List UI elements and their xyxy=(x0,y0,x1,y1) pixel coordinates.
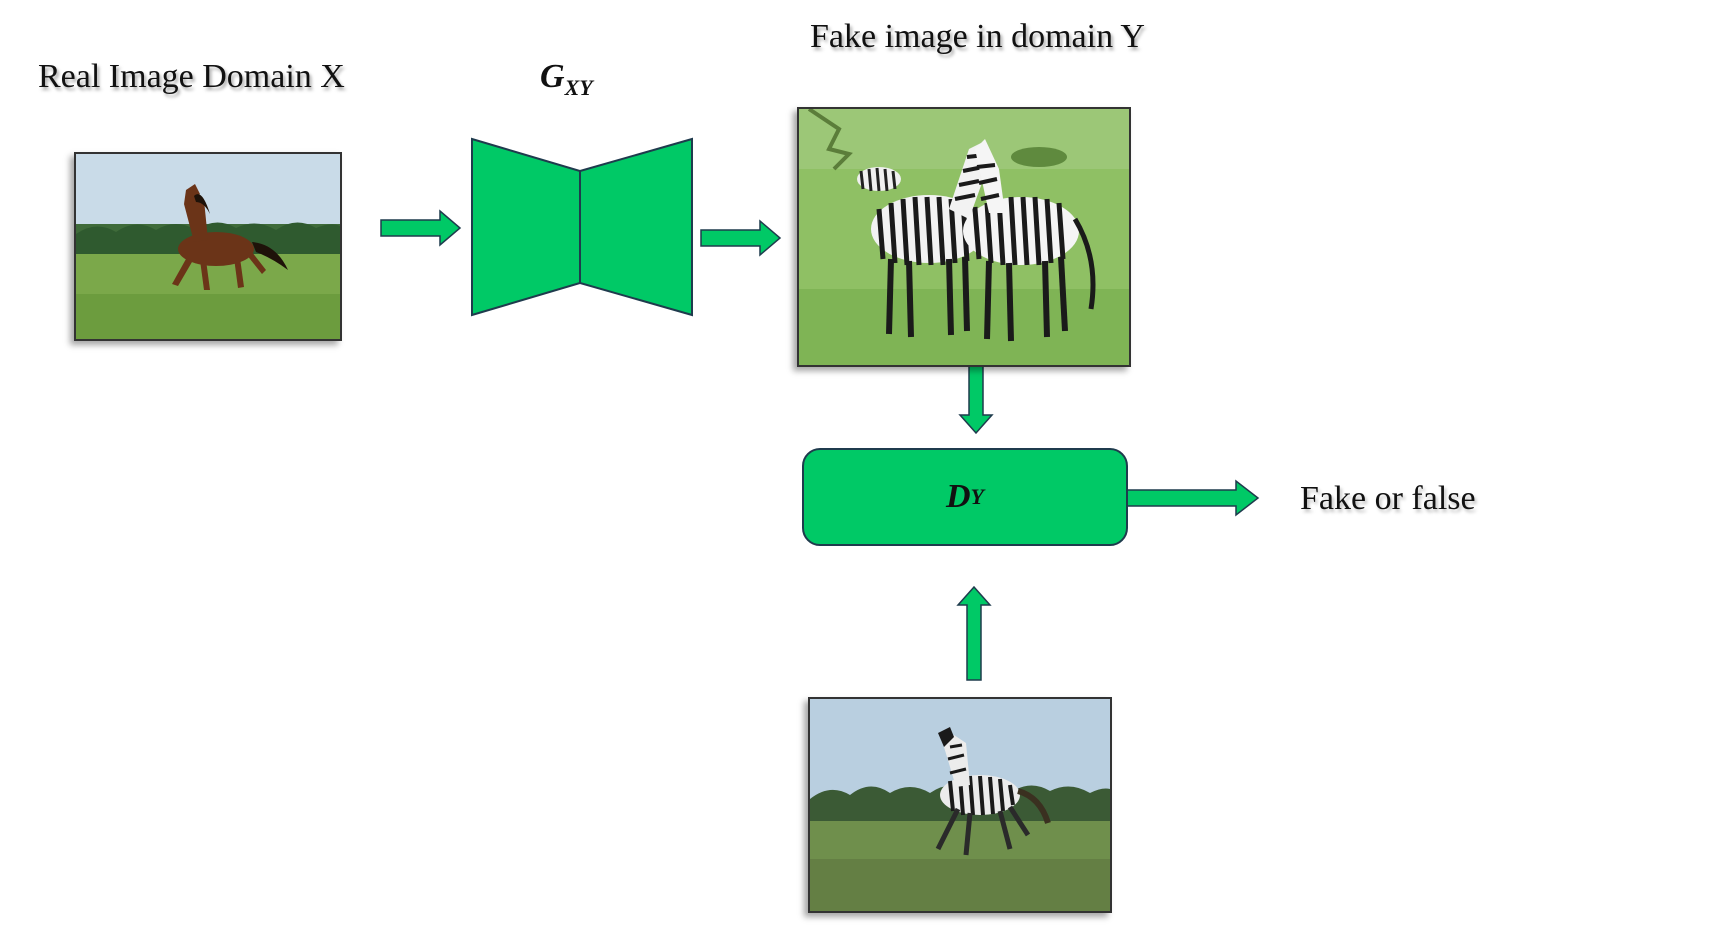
arrow-real-to-discriminator xyxy=(956,585,992,681)
zebra-running-photo xyxy=(808,697,1112,913)
discriminator-symbol: D xyxy=(945,478,971,515)
arrow-fake-to-discriminator xyxy=(958,355,994,435)
arrow-to-generator xyxy=(380,209,462,247)
generator-subscript: XY xyxy=(564,74,593,100)
output-label: Fake or false xyxy=(1300,480,1476,517)
generator-shape xyxy=(471,137,693,317)
horse-photo xyxy=(74,152,342,341)
fake-image-label: Fake image in domain Y xyxy=(810,18,1145,55)
zebras-photo xyxy=(797,107,1131,367)
arrow-to-output xyxy=(1124,479,1260,517)
arrow-to-fake-image xyxy=(700,219,782,257)
generator-symbol: G xyxy=(540,58,565,95)
real-image-label: Real Image Domain X xyxy=(38,58,345,95)
generator-label: GXY xyxy=(540,58,593,101)
discriminator-subscript: Y xyxy=(970,484,984,509)
